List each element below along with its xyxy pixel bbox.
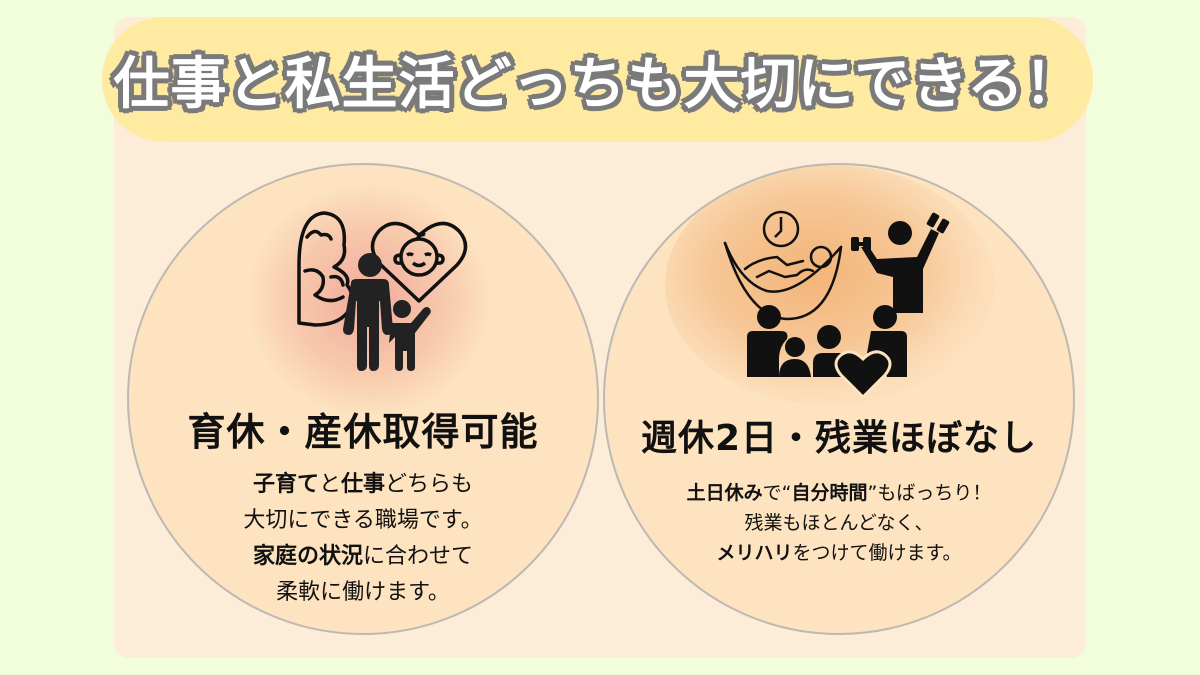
text: に合わせて (363, 544, 474, 569)
text: をつけて働けます。 (792, 542, 962, 564)
text: で“ (762, 482, 792, 504)
bold-text: 自分時間 (791, 482, 868, 504)
card-weekends-off: 週休2日・残業ほぼなし 土日休みで“自分時間”もばっちり！ 残業もほとんどなく、… (603, 163, 1075, 635)
bold-text: 子育て (252, 472, 319, 497)
child-icon (389, 300, 431, 371)
description-line: 子育てと仕事どちらも (129, 467, 597, 503)
bold-text: 土日休み (686, 482, 763, 504)
card-heading: 週休2日・残業ほぼなし (640, 418, 1038, 459)
dumbbell-person-icon (851, 212, 950, 313)
description-line: メリハリをつけて働けます。 (605, 538, 1073, 568)
description-line: 残業もほとんどなく、 (605, 508, 1073, 538)
pregnant-woman-icon (297, 211, 354, 327)
description-line: 土日休みで“自分時間”もばっちり！ (605, 478, 1073, 508)
card-description: 子育てと仕事どちらも 大切にできる職場です。 家庭の状況に合わせて 柔軟に働けま… (129, 467, 597, 611)
text: ”もばっちり！ (867, 482, 992, 504)
bold-text: 仕事 (341, 472, 386, 497)
heart-baby-icon (370, 221, 468, 303)
card-description: 土日休みで“自分時間”もばっちり！ 残業もほとんどなく、 メリハリをつけて働けま… (605, 478, 1073, 568)
text: 残業もほとんどなく、 (744, 512, 934, 534)
page-title: 仕事と私生活どっちも大切にできる！ (113, 52, 1082, 117)
text: どちらも (385, 472, 474, 497)
description-line: 柔軟に働けます。 (129, 575, 597, 611)
text: 柔軟に働けます。 (276, 580, 450, 605)
title-banner: 仕事と私生活どっちも大切にできる！ (102, 17, 1093, 142)
bold-text: 家庭の状況 (252, 544, 363, 569)
bold-text: メリハリ (716, 542, 793, 564)
hammock-rest-icon (723, 241, 843, 321)
text: と (318, 472, 341, 497)
description-line: 大切にできる職場です。 (129, 503, 597, 539)
father-icon (343, 253, 393, 371)
text: 大切にできる職場です。 (243, 508, 483, 533)
card-parental-leave: 育休・産休取得可能 子育てと仕事どちらも 大切にできる職場です。 家庭の状況に合… (127, 163, 599, 635)
work-life-illustration (723, 210, 950, 397)
parental-leave-illustration (297, 211, 468, 371)
clock-icon (762, 210, 800, 248)
heart-icon (834, 350, 892, 397)
description-line: 家庭の状況に合わせて (129, 539, 597, 575)
family-icon (747, 305, 907, 377)
card-heading: 育休・産休取得可能 (187, 410, 539, 454)
